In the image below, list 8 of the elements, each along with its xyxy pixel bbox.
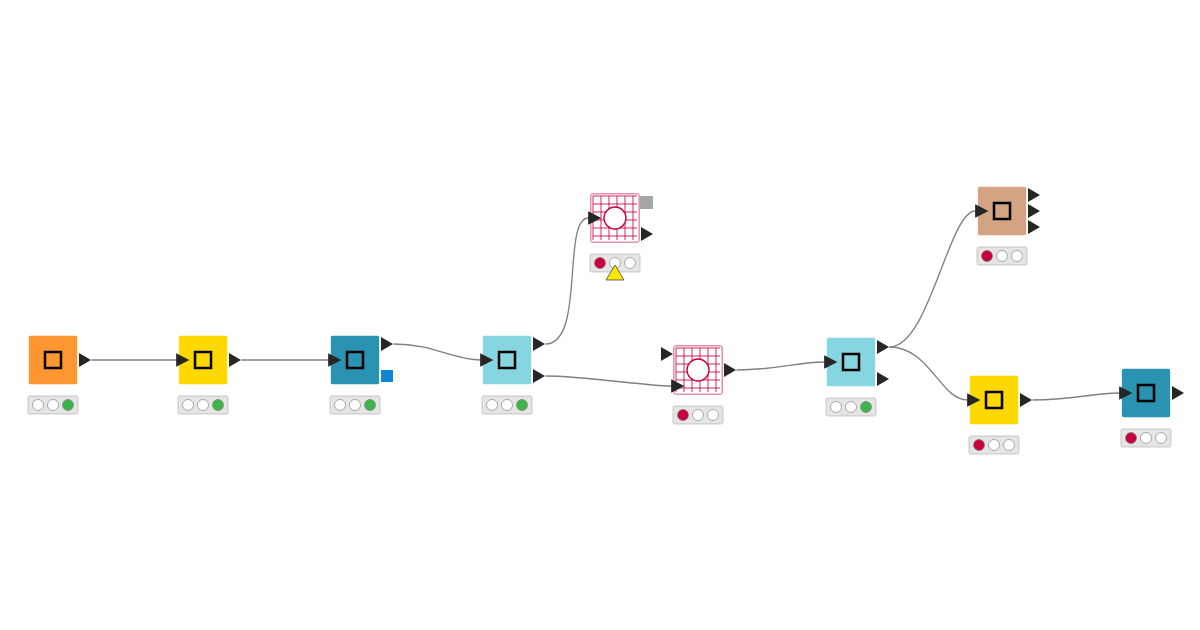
workflow-node bbox=[482, 335, 532, 385]
workflow-node bbox=[826, 337, 876, 387]
workflow-node bbox=[330, 335, 380, 385]
workflow-node bbox=[969, 375, 1019, 425]
workflow-node bbox=[28, 335, 78, 385]
workflow-node bbox=[977, 186, 1027, 236]
workflow-node bbox=[1121, 368, 1171, 418]
workflow-node bbox=[178, 335, 228, 385]
